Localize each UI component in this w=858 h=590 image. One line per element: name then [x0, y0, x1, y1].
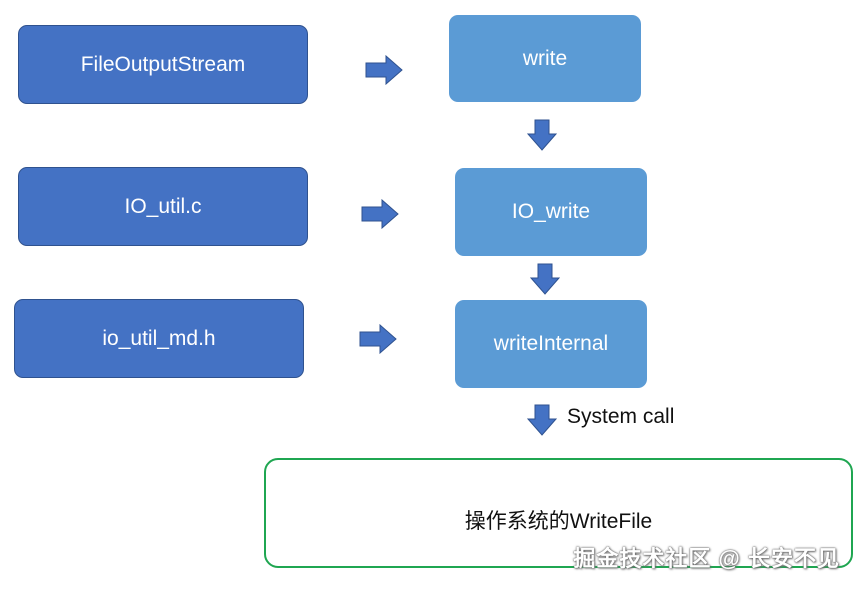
down-arrow-icon: [527, 119, 557, 151]
right-arrow-icon: [359, 324, 397, 354]
io-write-box: IO_write: [455, 168, 647, 256]
write-label: write: [522, 46, 568, 70]
io-util-c-label: IO_util.c: [124, 194, 202, 218]
write-box: write: [449, 15, 641, 102]
io-util-c-box: IO_util.c: [18, 167, 308, 246]
right-arrow-icon: [365, 55, 403, 85]
right-arrow-icon: [361, 199, 399, 229]
system-call-label: System call: [567, 405, 675, 428]
file-output-stream-label: FileOutputStream: [80, 52, 246, 76]
io-util-md-h-box: io_util_md.h: [14, 299, 304, 378]
os-writefile-box: 操作系统的WriteFile: [264, 458, 853, 568]
io-write-label: IO_write: [511, 200, 591, 223]
down-arrow-icon: [530, 263, 560, 295]
write-internal-label: writeInternal: [493, 332, 609, 355]
io-util-md-h-label: io_util_md.h: [102, 326, 216, 350]
watermark: 掘金技术社区 @ 长安不见: [573, 546, 840, 571]
os-writefile-label: 操作系统的WriteFile: [464, 510, 653, 533]
down-arrow-icon: [527, 404, 557, 436]
write-internal-box: writeInternal: [455, 300, 647, 388]
file-output-stream-box: FileOutputStream: [18, 25, 308, 104]
